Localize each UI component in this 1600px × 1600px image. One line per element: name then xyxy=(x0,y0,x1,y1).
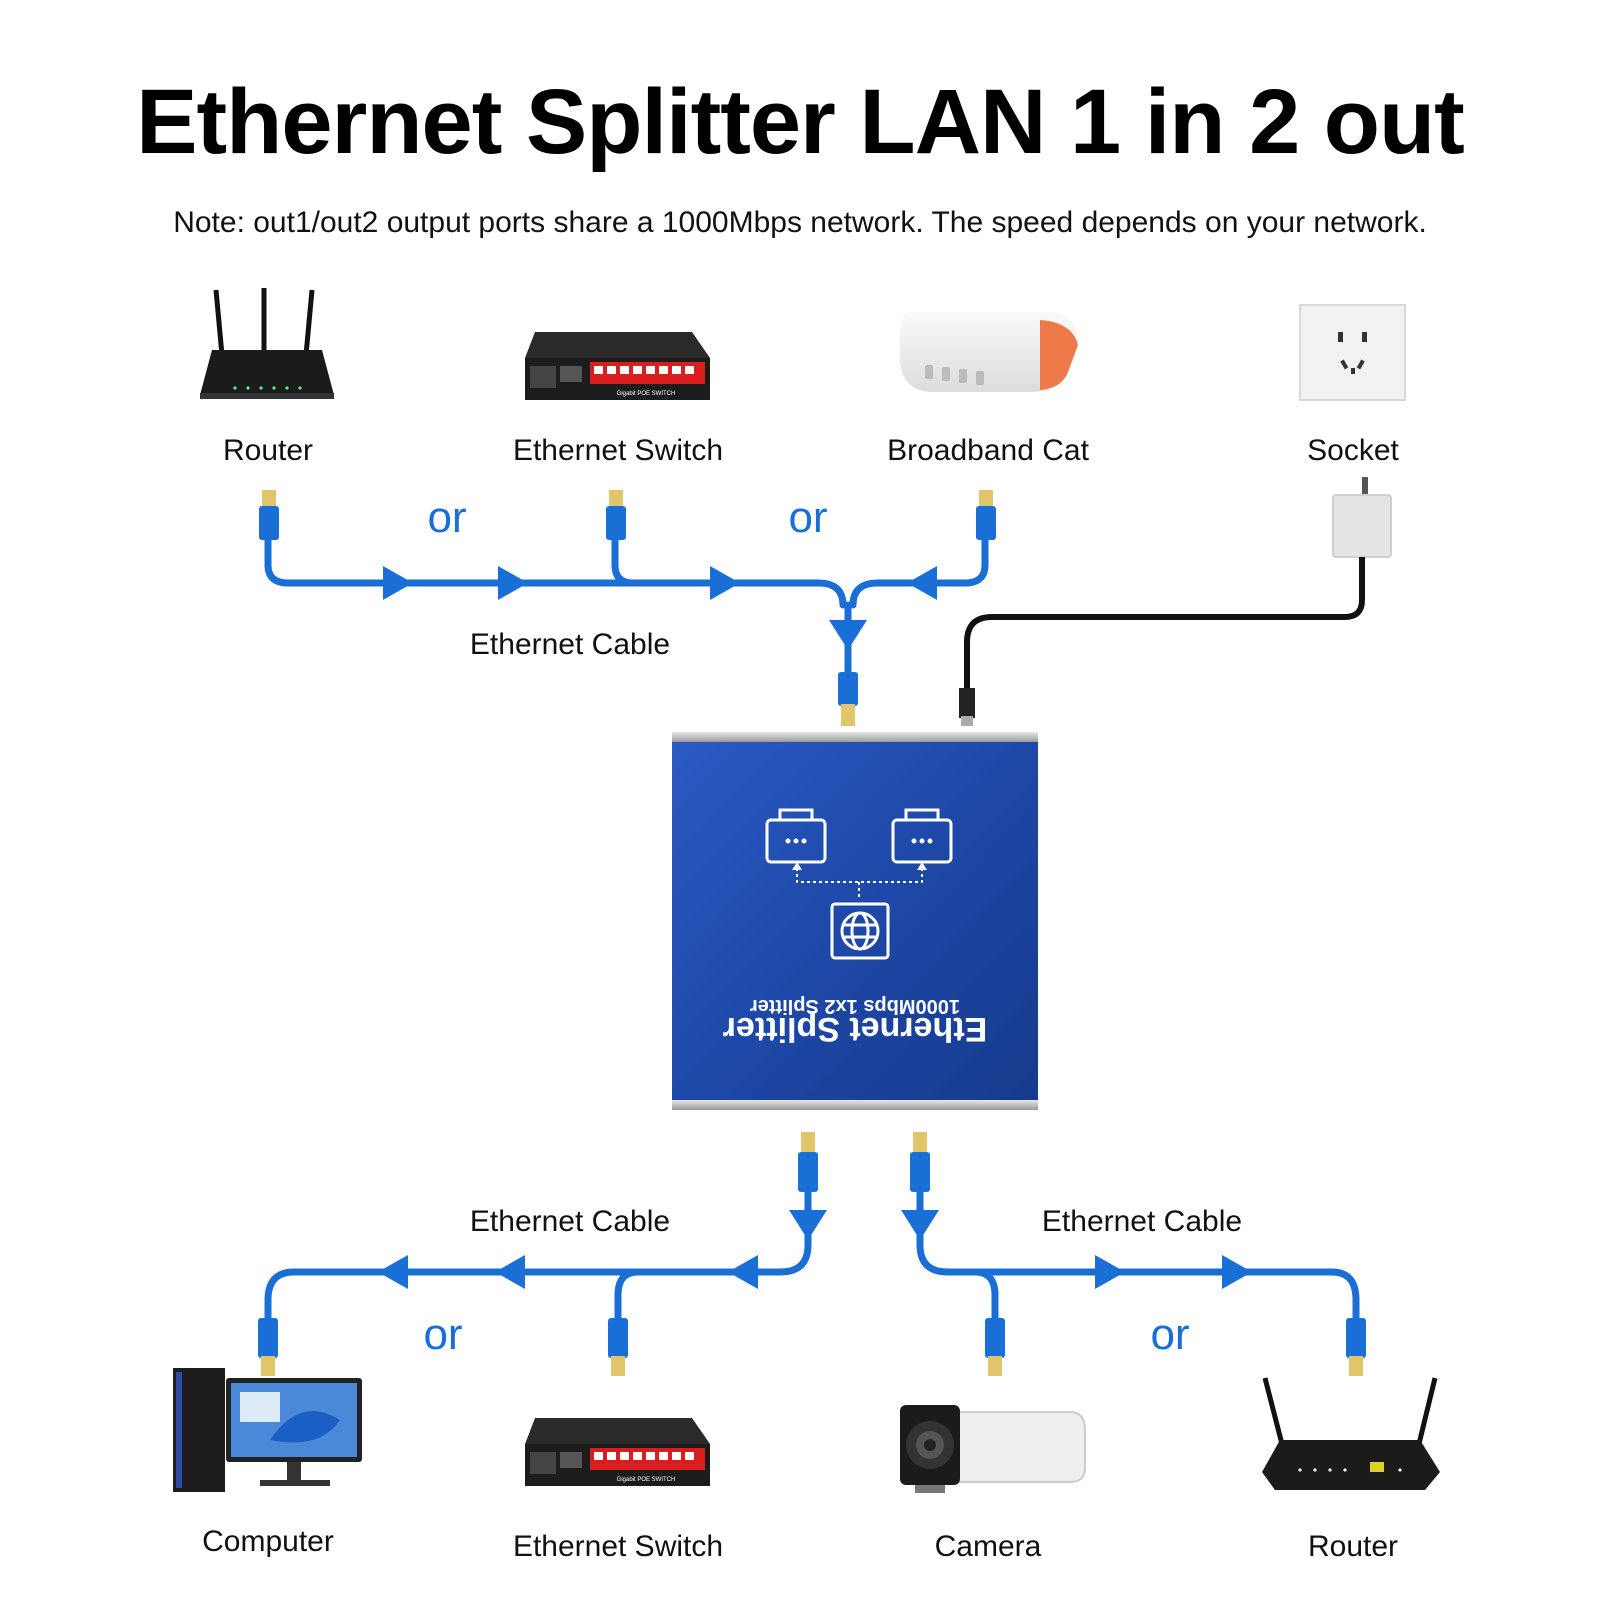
top-flow-arrows xyxy=(383,566,937,650)
router-icon xyxy=(1262,1377,1440,1490)
cable-label-bottom-left: Ethernet Cable xyxy=(469,1205,671,1238)
or-label: or xyxy=(788,493,828,542)
rj45-plug-top-switch xyxy=(606,490,626,540)
power-adapter-icon xyxy=(1332,477,1392,558)
rj45-plug-bottom-camera xyxy=(985,1318,1005,1376)
globe-icon xyxy=(830,902,890,960)
or-label: or xyxy=(423,1310,463,1359)
bottom-left-cable-network xyxy=(264,1186,812,1322)
switch-icon: Gigabit POE SWITCH xyxy=(525,1418,710,1486)
bottom-flow-arrows xyxy=(378,1210,1252,1289)
device-label-socket-top: Socket xyxy=(1307,434,1399,467)
device-label-router-top: Router xyxy=(222,434,314,467)
rj45-plug-bottom-switch xyxy=(608,1318,628,1376)
rj45-plug-top-router xyxy=(259,490,279,540)
bottom-right-cable-network xyxy=(916,1186,1360,1322)
port-out1-icon xyxy=(765,808,827,864)
device-label-router-bottom: Router xyxy=(1307,1530,1399,1563)
cable-label-top: Ethernet Cable xyxy=(469,628,671,661)
rj45-plug-bottom-computer xyxy=(258,1318,278,1376)
or-label: or xyxy=(1150,1310,1190,1359)
device-label-switch-bottom: Ethernet Switch xyxy=(512,1530,724,1563)
rj45-plug-splitter-out2 xyxy=(910,1132,930,1192)
computer-icon xyxy=(173,1368,362,1492)
device-label-camera-bottom: Camera xyxy=(934,1530,1042,1563)
splitter-name: Ethernet Splitter xyxy=(723,1010,987,1048)
switch-label: Gigabit POE SWITCH xyxy=(617,1477,676,1483)
switch-icon: Gigabit POE SWITCH xyxy=(525,332,710,400)
socket-icon xyxy=(1299,304,1406,401)
switch-label: Gigabit POE SWITCH xyxy=(617,391,676,397)
splitter-subtitle: 1000Mbps 1x2 Splitter xyxy=(750,995,960,1017)
rj45-plug-top-modem xyxy=(976,490,996,540)
ethernet-splitter-device: 1000Mbps 1x2 Splitter Ethernet Splitter xyxy=(672,732,1038,1110)
dc-plug xyxy=(959,688,975,718)
rj45-plug-splitter-input xyxy=(838,672,858,726)
rj45-plug-splitter-out1 xyxy=(798,1132,818,1192)
or-label: or xyxy=(427,493,467,542)
device-label-switch-top: Ethernet Switch xyxy=(512,434,724,467)
router-icon xyxy=(200,288,334,399)
modem-icon xyxy=(900,312,1078,392)
device-label-modem-top: Broadband Cat xyxy=(887,434,1089,467)
cable-label-bottom-right: Ethernet Cable xyxy=(1041,1205,1243,1238)
top-cable-network xyxy=(264,536,989,692)
device-label-computer-bottom: Computer xyxy=(202,1525,334,1558)
network-note: Note: out1/out2 output ports share a 100… xyxy=(173,206,1427,239)
camera-icon xyxy=(900,1405,1086,1493)
power-cable xyxy=(964,557,1365,690)
page-title: Ethernet Splitter LAN 1 in 2 out xyxy=(136,71,1465,173)
split-arrows-icon xyxy=(796,868,923,900)
rj45-plug-bottom-router xyxy=(1346,1318,1366,1376)
